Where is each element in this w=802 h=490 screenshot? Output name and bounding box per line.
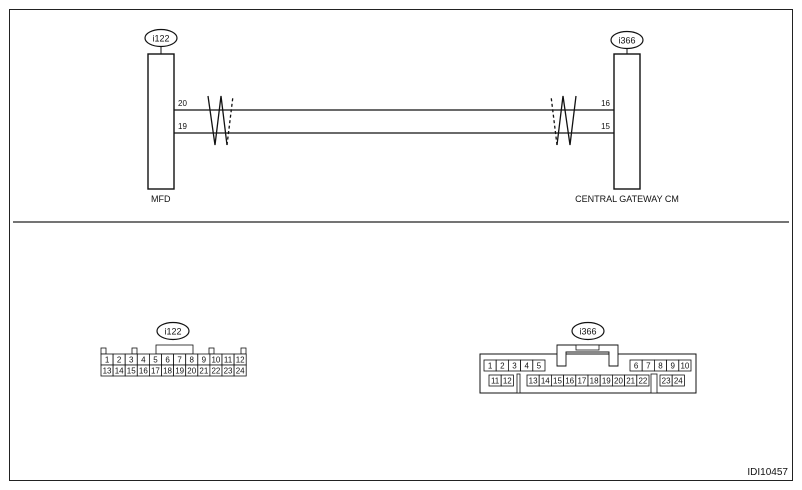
pin-cell-number: 7 bbox=[177, 356, 182, 365]
pin-cell-number: 6 bbox=[165, 356, 170, 365]
pin-cell-number: 18 bbox=[163, 367, 172, 376]
connector-id-i122: i122 bbox=[152, 34, 169, 44]
pin-cell-number: 11 bbox=[224, 356, 233, 365]
connector-view-bubble-i366 bbox=[571, 321, 605, 341]
pin-cell-number: 7 bbox=[646, 362, 651, 371]
pin-number-gateway-upper: 16 bbox=[601, 99, 610, 108]
pin-cell-number: 16 bbox=[565, 377, 574, 386]
pin-cell-number: 22 bbox=[211, 367, 220, 376]
module-label-mfd: MFD bbox=[151, 194, 171, 204]
pin-cell-number: 24 bbox=[674, 377, 683, 386]
pin-cell-number: 23 bbox=[224, 367, 233, 376]
pin-cell-number: 23 bbox=[662, 377, 671, 386]
connector-view-bubble-i122 bbox=[156, 321, 190, 341]
pin-cell bbox=[671, 374, 685, 387]
pin-cell-number: 19 bbox=[602, 377, 611, 386]
pin-cell-number: 20 bbox=[614, 377, 623, 386]
pin-cell-number: 22 bbox=[638, 377, 647, 386]
pin-cell-number: 18 bbox=[590, 377, 599, 386]
pin-cell-number: 9 bbox=[202, 356, 207, 365]
pin-cell-number: 19 bbox=[175, 367, 184, 376]
pin-cell-number: 6 bbox=[634, 362, 639, 371]
pin-cell-number: 12 bbox=[503, 377, 512, 386]
connector-latch-tab bbox=[575, 344, 600, 351]
pin-cell-number: 16 bbox=[139, 367, 148, 376]
pin-cell-number: 15 bbox=[127, 367, 136, 376]
pin-cell-number: 21 bbox=[626, 377, 635, 386]
pin-cell-number: 20 bbox=[187, 367, 196, 376]
pin-cell bbox=[532, 359, 546, 372]
pin-cell-number: 2 bbox=[117, 356, 122, 365]
pin-cell-number: 1 bbox=[488, 362, 493, 371]
pin-cell bbox=[636, 374, 650, 387]
pin-number-mfd-upper: 20 bbox=[178, 99, 187, 108]
module-label-central-gateway: CENTRAL GATEWAY CM bbox=[575, 194, 679, 204]
pin-cell-number: 1 bbox=[105, 356, 110, 365]
pin-cell-number: 5 bbox=[153, 356, 158, 365]
connector-key bbox=[240, 347, 247, 355]
pin-cell-number: 10 bbox=[211, 356, 220, 365]
pin-cell-number: 5 bbox=[537, 362, 542, 371]
pin-cell-number: 8 bbox=[658, 362, 663, 371]
pin-cell-number: 17 bbox=[151, 367, 160, 376]
module-box-mfd bbox=[147, 53, 175, 190]
pin-number-gateway-lower: 15 bbox=[601, 122, 610, 131]
pin-cell-number: 9 bbox=[670, 362, 675, 371]
diagram-border bbox=[9, 9, 793, 481]
connector-id-i366: i366 bbox=[618, 36, 635, 46]
pin-cell-number: 14 bbox=[541, 377, 550, 386]
connector-view-id-i366: i366 bbox=[579, 327, 596, 337]
pin-cell-number: 11 bbox=[491, 377, 500, 386]
pin-cell bbox=[233, 364, 247, 377]
pin-cell-number: 8 bbox=[190, 356, 195, 365]
pin-cell-number: 3 bbox=[512, 362, 517, 371]
pin-number-mfd-lower: 19 bbox=[178, 122, 187, 131]
pin-cell-number: 15 bbox=[553, 377, 562, 386]
connector-key bbox=[208, 347, 215, 355]
pin-cell-number: 24 bbox=[236, 367, 245, 376]
pin-cell-number: 4 bbox=[141, 356, 146, 365]
pin-cell-number: 4 bbox=[524, 362, 529, 371]
pin-cell bbox=[678, 359, 692, 372]
pin-cell-number: 3 bbox=[129, 356, 134, 365]
figure-id: IDI10457 bbox=[747, 467, 788, 478]
pin-cell-number: 13 bbox=[529, 377, 538, 386]
pin-cell-number: 21 bbox=[199, 367, 208, 376]
pin-cell-number: 13 bbox=[103, 367, 112, 376]
connector-latch bbox=[155, 344, 194, 355]
module-box-central-gateway bbox=[613, 53, 641, 190]
connector-key bbox=[100, 347, 107, 355]
divider-rib bbox=[650, 373, 658, 394]
pin-cell-number: 14 bbox=[115, 367, 124, 376]
pin-cell-number: 2 bbox=[500, 362, 505, 371]
pin-cell-number: 12 bbox=[236, 356, 245, 365]
pin-cell bbox=[500, 374, 514, 387]
divider-rib bbox=[516, 373, 521, 394]
connector-latch bbox=[556, 344, 619, 367]
twisted-pair-symbol-right bbox=[550, 95, 577, 146]
connector-view-id-i122: i122 bbox=[164, 327, 181, 337]
pin-cell-number: 17 bbox=[577, 377, 586, 386]
pin-cell-number: 10 bbox=[680, 362, 689, 371]
connector-key bbox=[131, 347, 138, 355]
twisted-pair-symbol-left bbox=[207, 95, 234, 146]
